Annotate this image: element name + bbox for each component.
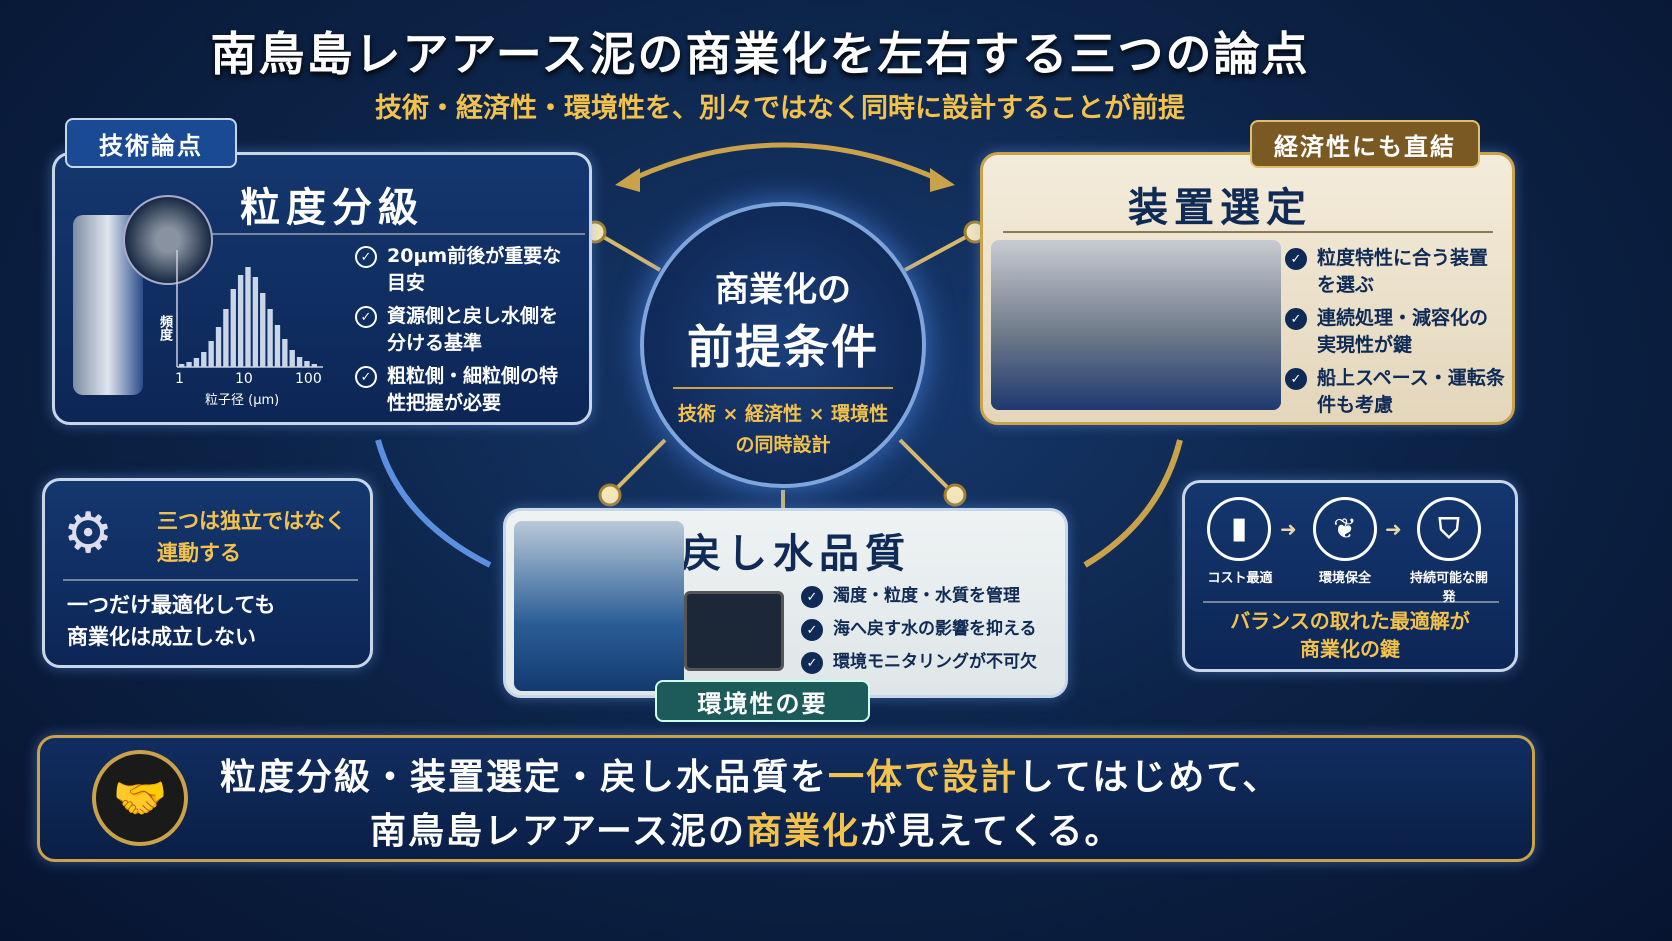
histogram-bar (208, 341, 214, 367)
histogram-bar (186, 362, 192, 367)
center-circle: 商業化の 前提条件 技術 × 経済性 × 環境性 の同時設計 (640, 202, 926, 488)
linked-body: 一つだけ最適化しても商業化は成立しない (67, 593, 276, 649)
water-drop-pipe-image (514, 521, 684, 691)
monitor-icon (684, 591, 784, 671)
check-icon: ✓ (1285, 368, 1307, 390)
equipment-points: ✓ 粒度特性に合う装置を選ぶ ✓ 連続処理・減容化の実現性が鍵 ✓ 船上スペース・運転… (1285, 245, 1505, 425)
histogram-bar (223, 309, 229, 367)
histogram-bar (296, 357, 303, 367)
check-icon: ✓ (801, 586, 823, 608)
check-icon: ✓ (1285, 308, 1307, 330)
histogram-tick: 1 (175, 371, 184, 387)
left-arrow (375, 439, 492, 568)
page-subtitle: 技術・経済性・環境性を、別々ではなく同時に設計することが前提 (375, 93, 1185, 124)
step-label: コスト最適 (1207, 571, 1273, 586)
histogram-bar (245, 267, 251, 367)
right-arrow (1083, 439, 1183, 568)
technical-panel: 粒度分級 頻度 1 10 100 粒子径 (μm) ✓ 20μm前後が重要な目安 … (52, 152, 592, 425)
balance-conclusion: バランスの取れた最適解が商業化の鍵 (1230, 609, 1470, 661)
point: 船上スペース・運転条件も考慮 (1317, 367, 1505, 416)
histogram-bar (260, 293, 266, 367)
water-tag: 環境性の要 (655, 680, 870, 722)
conclusion-banner: 🤝 粒度分級・装置選定・戻し水品質を一体で設計してはじめて、 南鳥島レアアース泥… (37, 735, 1535, 862)
equipment-tag: 経済性にも直結 (1250, 120, 1480, 168)
banner-line1: 粒度分級・装置選定・戻し水品質を一体で設計してはじめて、 (220, 757, 1281, 798)
check-icon: ✓ (355, 366, 377, 388)
water-title: 戻し水品質 (681, 531, 911, 577)
histogram-bar (304, 361, 310, 367)
histogram-bar (230, 289, 236, 367)
balance-panel: ▮ ➜ ❦ ➜ ⛉ コスト最適 環境保全 持続可能な開発 バランスの取れた最適解… (1182, 480, 1518, 672)
arrow-icon: ➜ (1385, 517, 1402, 541)
point: 環境モニタリングが不可欠 (833, 652, 1037, 672)
histogram-bar (267, 309, 273, 367)
point: 粒度特性に合う装置を選ぶ (1317, 247, 1489, 296)
step-label: 持続可能な開発 (1409, 571, 1488, 605)
linked-panel: ⚙ 三つは独立ではなく連動する 一つだけ最適化しても商業化は成立しない (42, 478, 373, 668)
check-icon: ✓ (801, 652, 823, 674)
top-arrow (628, 142, 942, 183)
particles-image (123, 195, 213, 285)
histogram-bar (282, 339, 288, 367)
center-line1: 商業化の (715, 270, 851, 310)
equipment-panel: 装置選定 ✓ 粒度特性に合う装置を選ぶ ✓ 連続処理・減容化の実現性が鍵 ✓ 船上スペ… (980, 152, 1515, 425)
histogram-bar (237, 275, 244, 367)
center-sub1: 技術 × 経済性 × 環境性 (677, 403, 889, 425)
histogram-tick: 100 (295, 371, 322, 387)
histogram-bar (193, 358, 200, 367)
point: 20μm前後が重要な目安 (387, 245, 562, 294)
handshake-icon: 🤝 (92, 750, 188, 846)
histogram-bar (289, 350, 295, 367)
check-icon: ✓ (355, 246, 377, 268)
centrifuge-image (991, 240, 1281, 410)
point: 海へ戻す水の影響を抑える (833, 619, 1037, 639)
technical-title: 粒度分級 (240, 185, 424, 231)
technical-points: ✓ 20μm前後が重要な目安 ✓ 資源側と戻し水側を分ける基準 ✓ 粗粒側・細粒側の特… (355, 243, 575, 423)
page-title: 南鳥島レアアース泥の商業化を左右する三つの論点 (210, 27, 1310, 81)
step-label: 環境保全 (1318, 571, 1371, 586)
check-icon: ✓ (355, 306, 377, 328)
check-icon: ✓ (801, 619, 823, 641)
histogram-bar (311, 364, 317, 367)
banner-line2: 南鳥島レアアース泥の商業化が見えてくる。 (370, 811, 1123, 852)
point: 連続処理・減容化の実現性が鍵 (1317, 307, 1489, 356)
point: 濁度・粒度・水質を管理 (833, 586, 1020, 606)
equipment-title: 装置選定 (1128, 185, 1312, 231)
histogram-bar (179, 364, 185, 367)
histogram-bar (215, 327, 222, 367)
histogram-bar (201, 352, 207, 367)
bar-chart-icon: ▮ (1207, 497, 1271, 561)
water-points: ✓ 濁度・粒度・水質を管理 ✓ 海へ戻す水の影響を抑える ✓ 環境モニタリングが不可欠 (801, 583, 1061, 682)
check-icon: ✓ (1285, 248, 1307, 270)
center-sub2: の同時設計 (735, 434, 831, 456)
histogram-bar (274, 325, 281, 367)
histogram-bar (252, 277, 259, 367)
leaf-icon: ❦ (1313, 497, 1377, 561)
point: 資源側と戻し水側を分ける基準 (387, 305, 559, 354)
linked-heading: 三つは独立ではなく連動する (157, 509, 346, 565)
particle-size-histogram (176, 250, 323, 368)
water-panel: 戻し水品質 ✓ 濁度・粒度・水質を管理 ✓ 海へ戻す水の影響を抑える ✓ 環境モニタリ… (503, 508, 1068, 698)
center-line2: 前提条件 (687, 320, 879, 374)
arrow-icon: ➜ (1280, 517, 1297, 541)
shield-icon: ⛉ (1417, 497, 1481, 561)
histogram-tick: 10 (235, 371, 253, 387)
point: 粗粒側・細粒側の特性把握が必要 (387, 365, 559, 414)
technical-tag: 技術論点 (65, 118, 237, 168)
gears-icon: ⚙ (63, 501, 114, 566)
histogram-xlabel: 粒子径 (μm) (205, 393, 280, 408)
histogram-ylabel: 頻度 (157, 315, 172, 341)
